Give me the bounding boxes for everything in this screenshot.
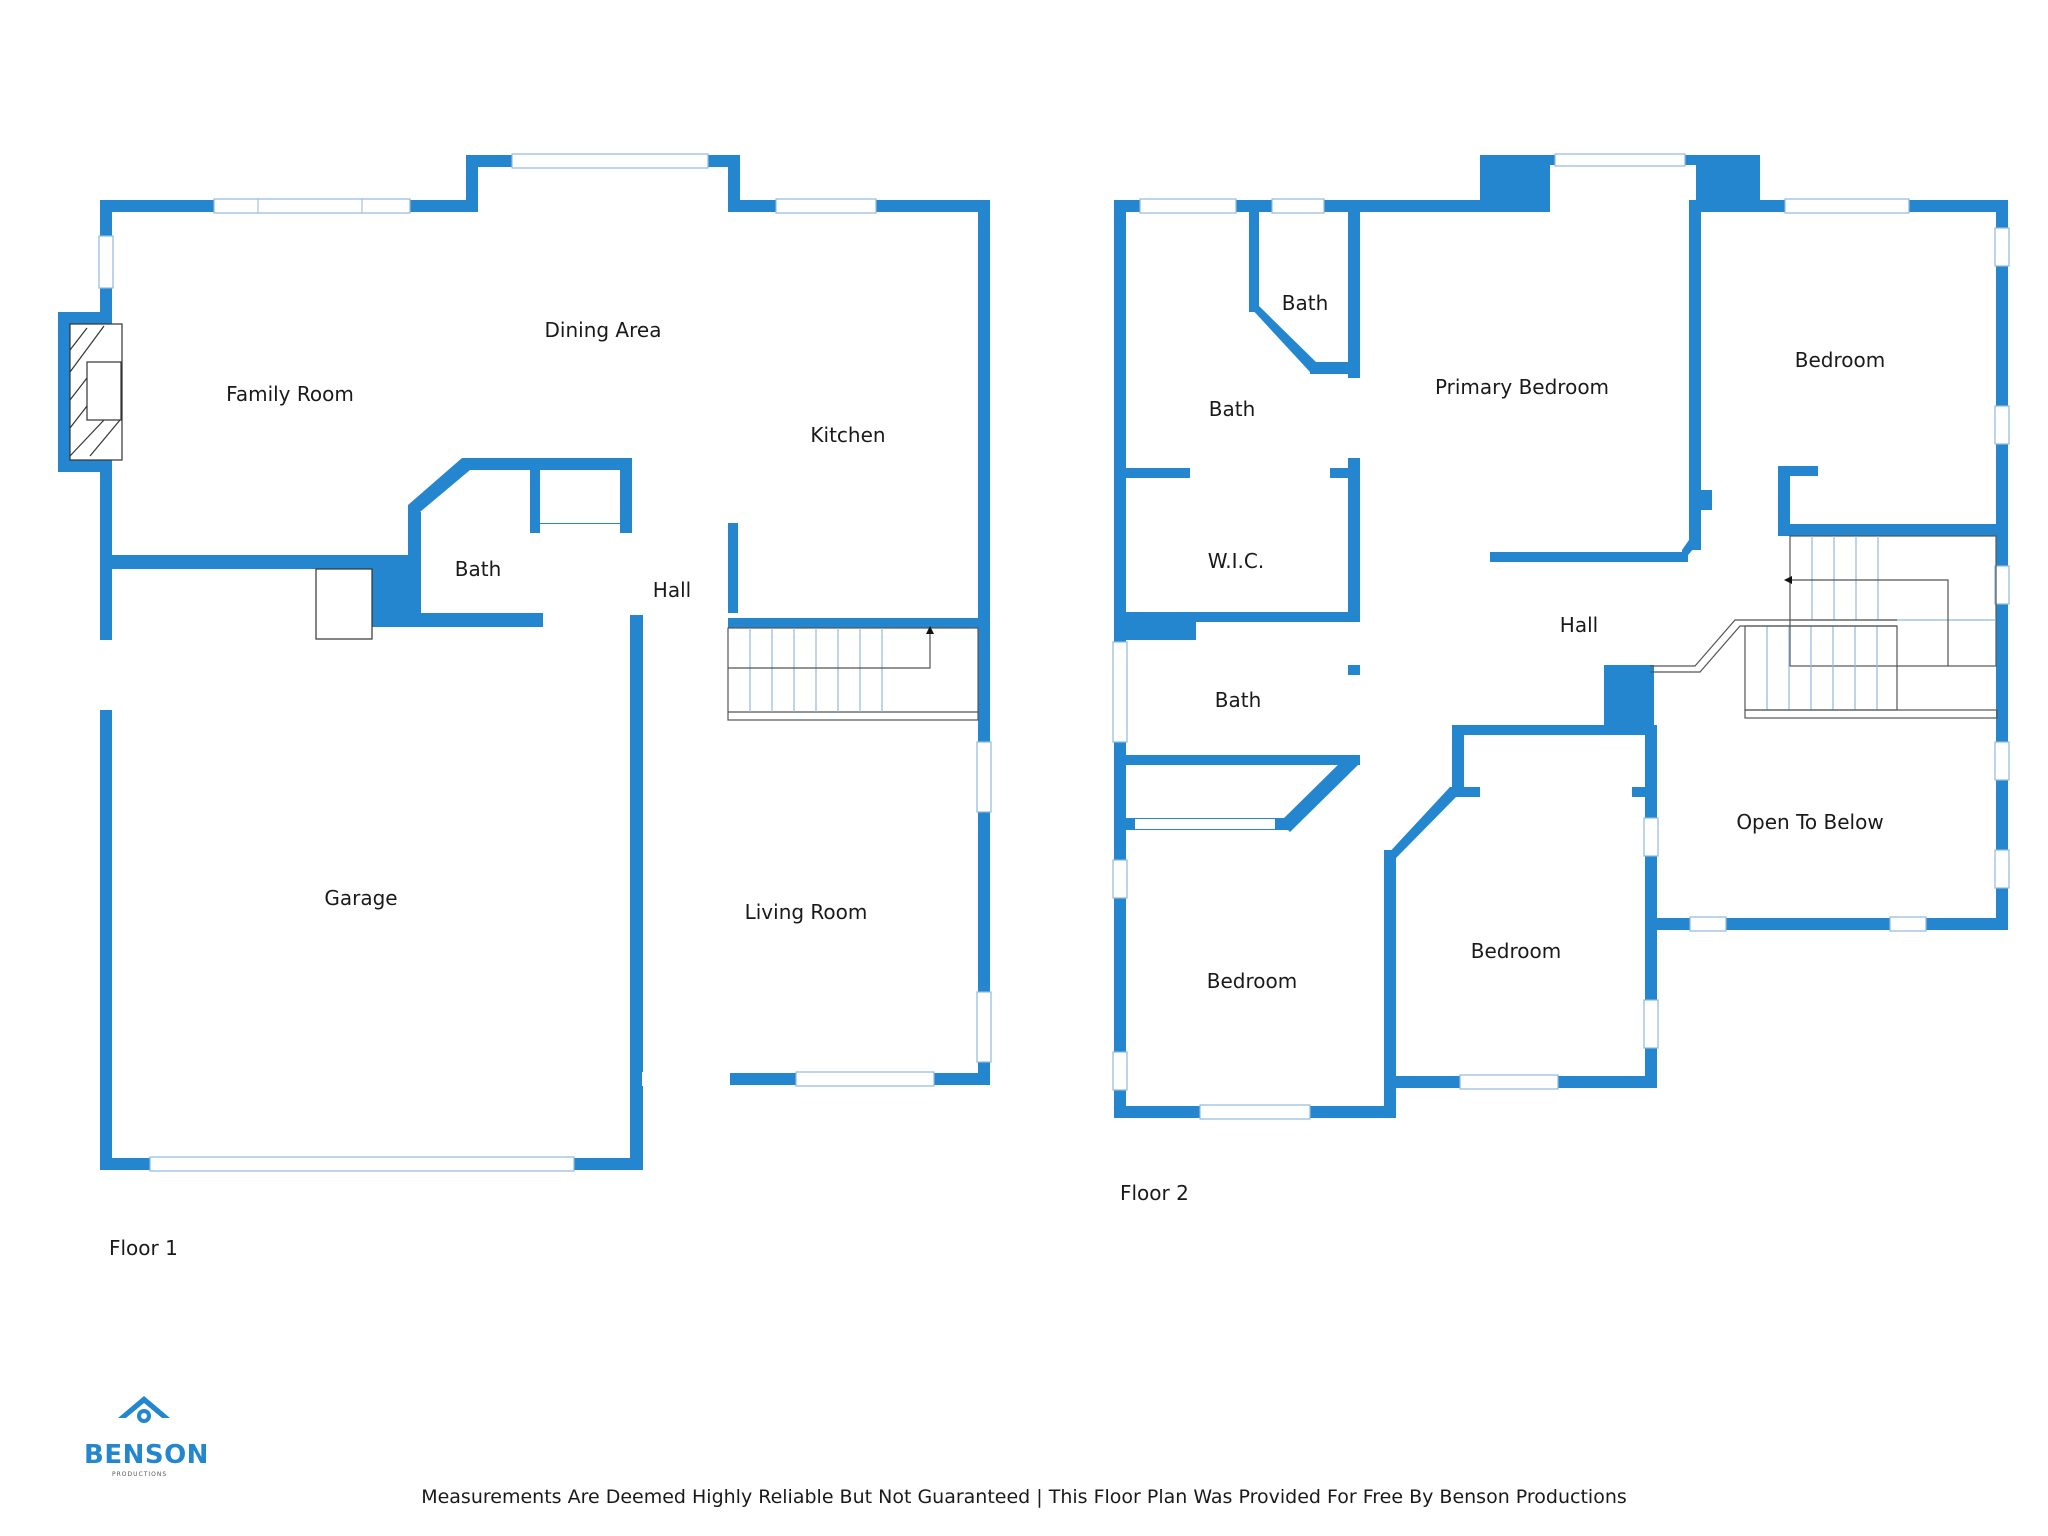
room-label-bedroom-top-right: Bedroom (1795, 348, 1885, 372)
room-label-dining-area: Dining Area (545, 318, 662, 342)
floor-2-title: Floor 2 (1120, 1181, 1189, 1205)
room-label-living-room: Living Room (745, 900, 868, 924)
room-label-wic: W.I.C. (1208, 549, 1264, 573)
room-label-bedroom-bottom-left: Bedroom (1207, 969, 1297, 993)
logo-subtitle: PRODUCTIONS (112, 1471, 168, 1478)
room-label-open-to-below: Open To Below (1736, 810, 1883, 834)
room-label-family-room: Family Room (226, 382, 354, 406)
room-label-bath-small: Bath (1282, 291, 1329, 315)
room-label-kitchen: Kitchen (810, 423, 885, 447)
room-label-bath-left: Bath (1209, 397, 1256, 421)
floor-2-stairs (1650, 535, 1998, 719)
footer-disclaimer: Measurements Are Deemed Highly Reliable … (421, 1486, 1627, 1508)
room-label-bedroom-bottom-middle: Bedroom (1471, 939, 1561, 963)
room-label-hall: Hall (653, 578, 691, 602)
room-label-hall-2: Hall (1560, 613, 1598, 637)
room-label-primary-bedroom: Primary Bedroom (1435, 375, 1609, 399)
room-label-garage: Garage (324, 886, 397, 910)
logo-name: BENSON (84, 1440, 209, 1470)
house-camera-logo-icon (118, 1396, 170, 1423)
room-label-bath-middle: Bath (1215, 688, 1262, 712)
floor-1-plan: Family Room Dining Area Kitchen Bath Hal… (58, 153, 992, 1260)
room-label-bath: Bath (455, 557, 502, 581)
floor-1-stairs (727, 626, 979, 721)
floor-2-plan: Bath Bath Primary Bedroom Bedroom W.I.C.… (1112, 153, 2010, 1205)
floor-1-title: Floor 1 (109, 1236, 178, 1260)
